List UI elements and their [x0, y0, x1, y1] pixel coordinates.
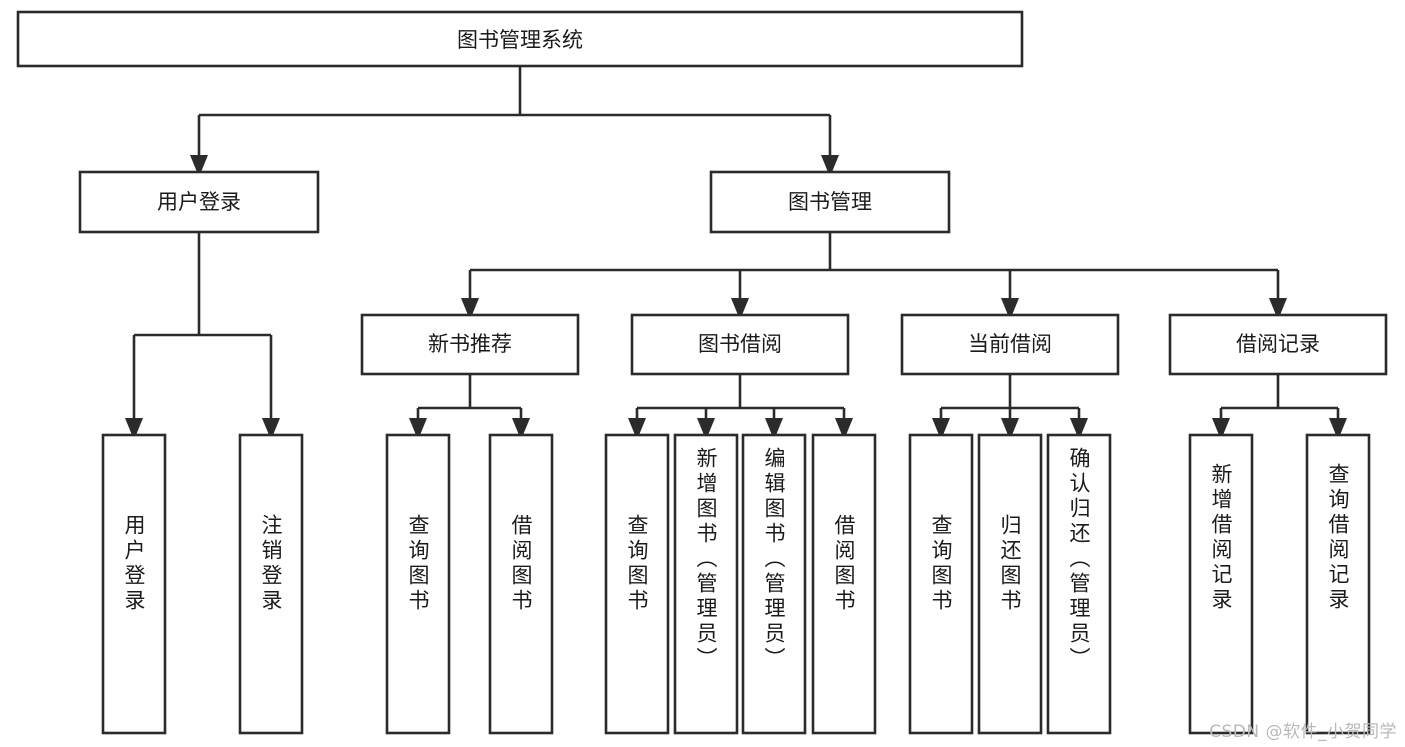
leaf-box[interactable]	[1305, 433, 1371, 735]
leaf-return-book[interactable]: 归还图书	[977, 433, 1043, 735]
node-borrow-record-label: 借阅记录	[1236, 332, 1320, 356]
node-book-borrow-box[interactable]	[630, 313, 850, 376]
leaf-box[interactable]	[741, 433, 807, 735]
leaf-label: 借阅图书	[832, 514, 856, 614]
watermark: CSDN @软件_小贺同学	[1209, 722, 1397, 742]
node-borrow-record[interactable]: 借阅记录	[1168, 313, 1388, 376]
leaf-box[interactable]	[238, 433, 304, 735]
leaf-label: 新增图书（管理员）	[694, 447, 718, 672]
node-book-management-box[interactable]	[709, 170, 951, 234]
node-new-book-recommend-label: 新书推荐	[428, 332, 512, 356]
leaf-label: 用户登录	[122, 514, 146, 614]
leaf-query-borrow-record[interactable]: 查询借阅记录	[1305, 433, 1371, 735]
node-new-book-recommend-box[interactable]	[360, 313, 580, 376]
leaf-label: 确认归还（管理员）	[1067, 447, 1091, 672]
leaf-query-book-current[interactable]: 查询图书	[908, 433, 974, 735]
leaf-borrow-book-new[interactable]: 借阅图书	[488, 433, 554, 735]
connector-layer	[125, 66, 1347, 440]
leaf-borrow-book[interactable]: 借阅图书	[811, 433, 877, 735]
node-root-box[interactable]	[16, 10, 1024, 68]
leaf-label: 新增借阅记录	[1209, 463, 1233, 613]
leaf-query-book-new[interactable]: 查询图书	[385, 433, 451, 735]
leaf-label: 编辑图书（管理员）	[762, 447, 786, 672]
leaf-label: 借阅图书	[509, 514, 533, 614]
leaf-box[interactable]	[101, 433, 167, 735]
leaf-box[interactable]	[908, 433, 974, 735]
leaf-label: 查询借阅记录	[1326, 463, 1350, 613]
leaf-label: 注销登录	[259, 514, 283, 614]
leaf-edit-book-admin[interactable]: 编辑图书（管理员）	[741, 433, 807, 735]
node-book-management[interactable]: 图书管理	[709, 170, 951, 234]
node-borrow-record-box[interactable]	[1168, 313, 1388, 376]
node-book-borrow[interactable]: 图书借阅	[630, 313, 850, 376]
node-current-borrow[interactable]: 当前借阅	[900, 313, 1120, 376]
leaf-box[interactable]	[604, 433, 670, 735]
leaf-box[interactable]	[385, 433, 451, 735]
leaf-label: 查询图书	[625, 514, 649, 614]
node-user-login[interactable]: 用户登录	[78, 170, 320, 234]
node-user-login-box[interactable]	[78, 170, 320, 234]
leaf-label: 归还图书	[998, 514, 1022, 614]
node-book-borrow-label: 图书借阅	[698, 332, 782, 356]
node-current-borrow-box[interactable]	[900, 313, 1120, 376]
node-root-label: 图书管理系统	[457, 28, 583, 52]
leaf-label: 查询图书	[929, 514, 953, 614]
node-root[interactable]: 图书管理系统	[16, 10, 1024, 68]
node-user-login-label: 用户登录	[157, 190, 241, 214]
leaf-box[interactable]	[1188, 433, 1254, 735]
leaf-box[interactable]	[811, 433, 877, 735]
node-book-management-label: 图书管理	[788, 190, 872, 214]
leaf-user-login[interactable]: 用户登录	[101, 433, 167, 735]
leaf-label: 查询图书	[406, 514, 430, 614]
leaf-box[interactable]	[488, 433, 554, 735]
leaf-logout[interactable]: 注销登录	[238, 433, 304, 735]
node-current-borrow-label: 当前借阅	[968, 332, 1052, 356]
leaf-box[interactable]	[673, 433, 739, 735]
leaf-add-book-admin[interactable]: 新增图书（管理员）	[673, 433, 739, 735]
leaf-add-borrow-record[interactable]: 新增借阅记录	[1188, 433, 1254, 735]
leaf-query-book[interactable]: 查询图书	[604, 433, 670, 735]
leaf-confirm-return-admin[interactable]: 确认归还（管理员）	[1046, 433, 1112, 735]
leaf-box[interactable]	[977, 433, 1043, 735]
leaf-box[interactable]	[1046, 433, 1112, 735]
node-new-book-recommend[interactable]: 新书推荐	[360, 313, 580, 376]
